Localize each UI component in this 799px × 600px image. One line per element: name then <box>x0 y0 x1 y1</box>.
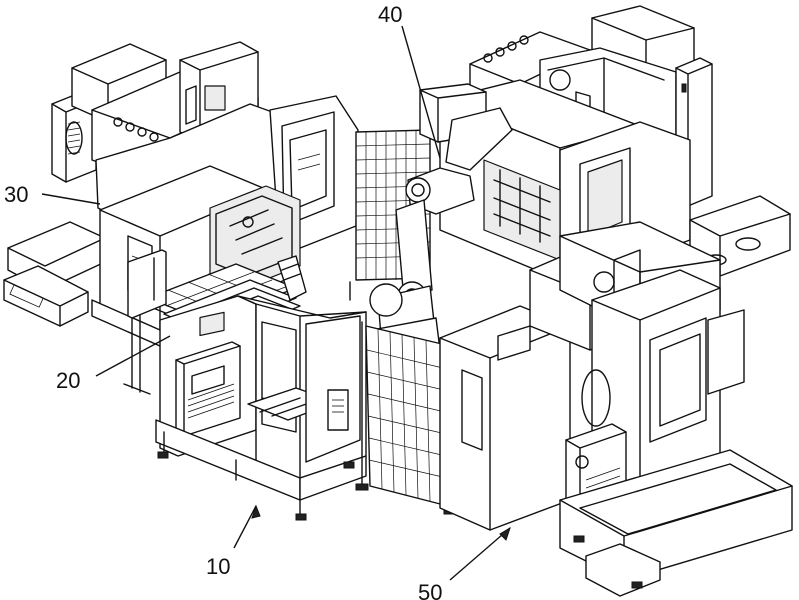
leader-30 <box>41 193 101 205</box>
label-20: 20 <box>56 368 80 393</box>
front-fence <box>355 321 457 515</box>
leader-40 <box>401 25 441 159</box>
label-30: 30 <box>4 182 28 207</box>
leader-10 <box>233 505 257 549</box>
label-10: 10 <box>206 554 230 579</box>
loading-station <box>155 295 367 521</box>
label-50: 50 <box>418 580 442 600</box>
front-right-machine <box>439 221 793 597</box>
left-rear-machine <box>3 41 359 347</box>
leader-20 <box>95 335 171 377</box>
label-40: 40 <box>378 2 402 27</box>
leader-50 <box>449 527 511 581</box>
reference-labels: 30 40 20 10 50 <box>4 2 511 600</box>
